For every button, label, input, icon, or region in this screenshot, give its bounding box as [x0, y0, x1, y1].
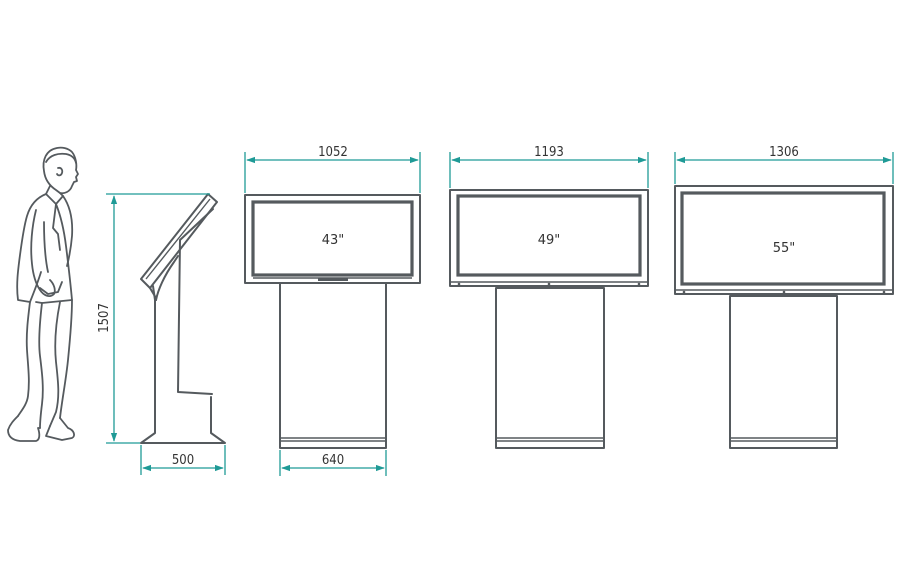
dimension-stand-width-label: 640: [322, 453, 344, 468]
dimension-base-depth: 500: [140, 445, 226, 475]
screen-size-49-label: 49": [538, 233, 561, 248]
kiosk-43-front: 43": [244, 194, 421, 449]
dimension-width-55: 1306: [674, 145, 894, 184]
screen-size-55-label: 55": [773, 241, 796, 256]
person-silhouette: [7, 146, 79, 442]
dimension-width-49: 1193: [449, 145, 649, 188]
screen-size-43-label: 43": [322, 233, 345, 248]
dimension-width-43: 1052: [244, 145, 421, 193]
dimension-width-55-label: 1306: [769, 145, 799, 160]
kiosk-side-profile: [140, 193, 226, 444]
dimension-height-label: 1507: [97, 303, 112, 333]
kiosk-55-front: 55": [674, 185, 894, 449]
dimension-height: 1507: [97, 193, 210, 444]
dimension-base-depth-label: 500: [172, 453, 194, 468]
kiosk-49-front: 49": [449, 189, 649, 449]
dimension-width-43-label: 1052: [318, 145, 348, 160]
dimension-stand-width: 640: [279, 450, 387, 476]
dimension-width-49-label: 1193: [534, 145, 564, 160]
